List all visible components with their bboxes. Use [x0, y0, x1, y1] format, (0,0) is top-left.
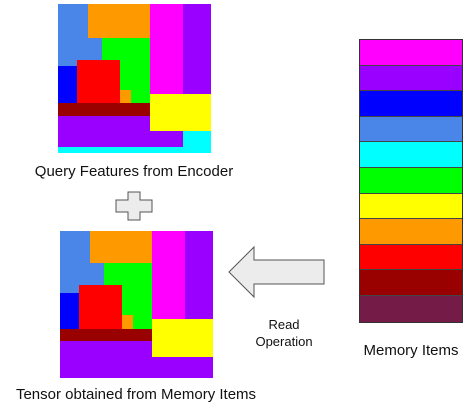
- tile-orange-small: [120, 90, 131, 106]
- memory-caption: Memory Items: [363, 342, 459, 359]
- tensor-caption: Tensor obtained from Memory Items: [15, 386, 257, 403]
- memory-item-6: [360, 167, 462, 194]
- tile-purple-bottom: [60, 341, 152, 378]
- tile-orange: [88, 4, 150, 38]
- tile-blue: [60, 293, 79, 331]
- tile-yellow: [150, 94, 211, 131]
- memory-item-3: [360, 91, 462, 117]
- memory-item-1: [360, 40, 462, 66]
- tile-purple: [183, 4, 211, 94]
- tile-purple-bottom-2: [150, 131, 183, 147]
- memory-item-4: [360, 116, 462, 143]
- tile-magenta: [152, 231, 185, 321]
- memory-item-7: [360, 193, 462, 220]
- memory-item-9: [360, 244, 462, 271]
- read-label-line1: Read: [268, 317, 300, 332]
- read-label-line2: Operation: [255, 334, 313, 349]
- tile-red: [79, 285, 122, 331]
- tile-yellow: [152, 319, 213, 357]
- tile-orange: [90, 231, 152, 263]
- left-arrow-icon: [228, 245, 325, 299]
- tile-blue: [58, 66, 77, 106]
- tile-purple: [185, 231, 213, 321]
- plus-icon: [115, 191, 153, 221]
- memory-item-5: [360, 142, 462, 168]
- query-caption: Query Features from Encoder: [34, 163, 234, 180]
- tile-purple-right: [152, 357, 213, 378]
- tile-dark-red: [58, 103, 150, 116]
- tile-orange-small: [122, 315, 133, 331]
- memory-item-10: [360, 270, 462, 296]
- tensor-feature-map: [60, 231, 213, 378]
- tile-magenta: [150, 4, 183, 94]
- memory-item-11: [360, 295, 462, 322]
- tile-cyan-right: [183, 131, 211, 153]
- memory-item-8: [360, 219, 462, 245]
- tile-cyan-bottom: [58, 147, 183, 153]
- tile-dark-red: [60, 329, 152, 341]
- tile-light-blue-2: [88, 38, 102, 66]
- memory-item-2: [360, 65, 462, 92]
- read-operation-label: Read Operation: [234, 316, 334, 350]
- tile-red: [77, 60, 120, 106]
- memory-bank: [359, 39, 463, 323]
- query-feature-map: [58, 4, 211, 153]
- tile-purple-bottom: [58, 116, 150, 153]
